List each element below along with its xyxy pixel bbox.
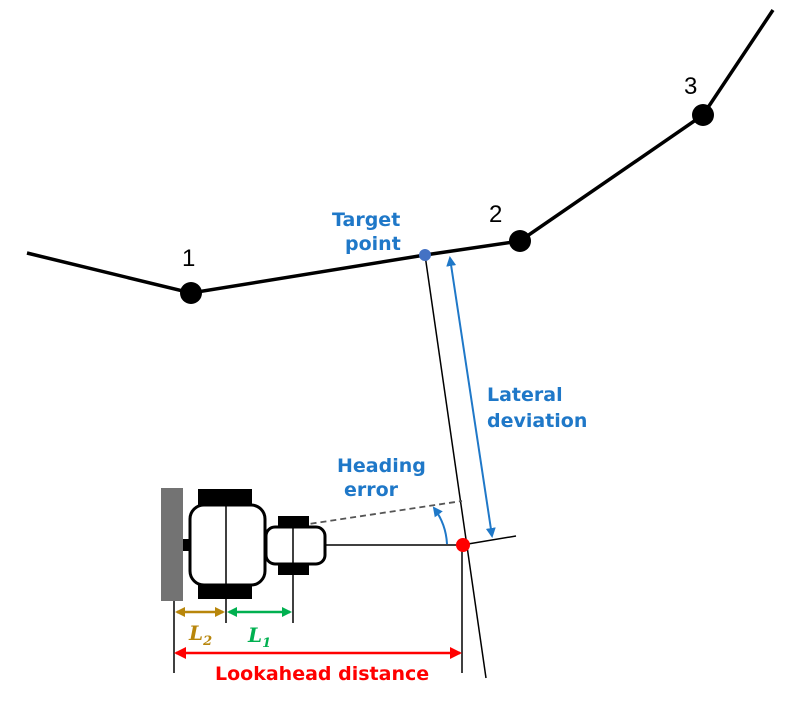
target-point <box>419 249 431 261</box>
lateral-deviation-label-line1: Lateral <box>487 384 563 406</box>
heading-error-label-line1: Heading <box>337 455 426 477</box>
waypoint-2 <box>509 230 531 252</box>
lateral-deviation-label-line2: deviation <box>487 410 587 432</box>
heading-error-arc <box>432 506 448 545</box>
tractor-front-body <box>264 525 327 566</box>
waypoint-1-label: 1 <box>182 245 195 272</box>
heading-line <box>181 500 463 544</box>
heading-error-label-line2: error <box>344 479 399 501</box>
hitch <box>183 539 191 551</box>
lateral-deviation-arrow <box>446 256 496 538</box>
lookahead-ray <box>424 254 487 679</box>
tractor-rear-body <box>188 503 267 587</box>
waypoint-3 <box>692 104 714 126</box>
perpendicular-segment <box>461 535 517 546</box>
waypoint-2-label: 2 <box>489 201 502 228</box>
rear-wheel-left <box>198 489 252 508</box>
waypoint-1 <box>180 282 202 304</box>
lookahead-distance-label: Lookahead distance <box>215 663 429 685</box>
reference-path <box>26 9 775 295</box>
vehicle-reference-point <box>456 538 470 552</box>
rear-implement <box>161 488 183 601</box>
l1-label: L1 <box>247 623 271 651</box>
waypoint-3-label: 3 <box>684 73 697 100</box>
l2-label: L2 <box>188 621 212 649</box>
target-point-label-line2: point <box>345 233 401 255</box>
target-point-label-line1: Target <box>332 209 400 231</box>
